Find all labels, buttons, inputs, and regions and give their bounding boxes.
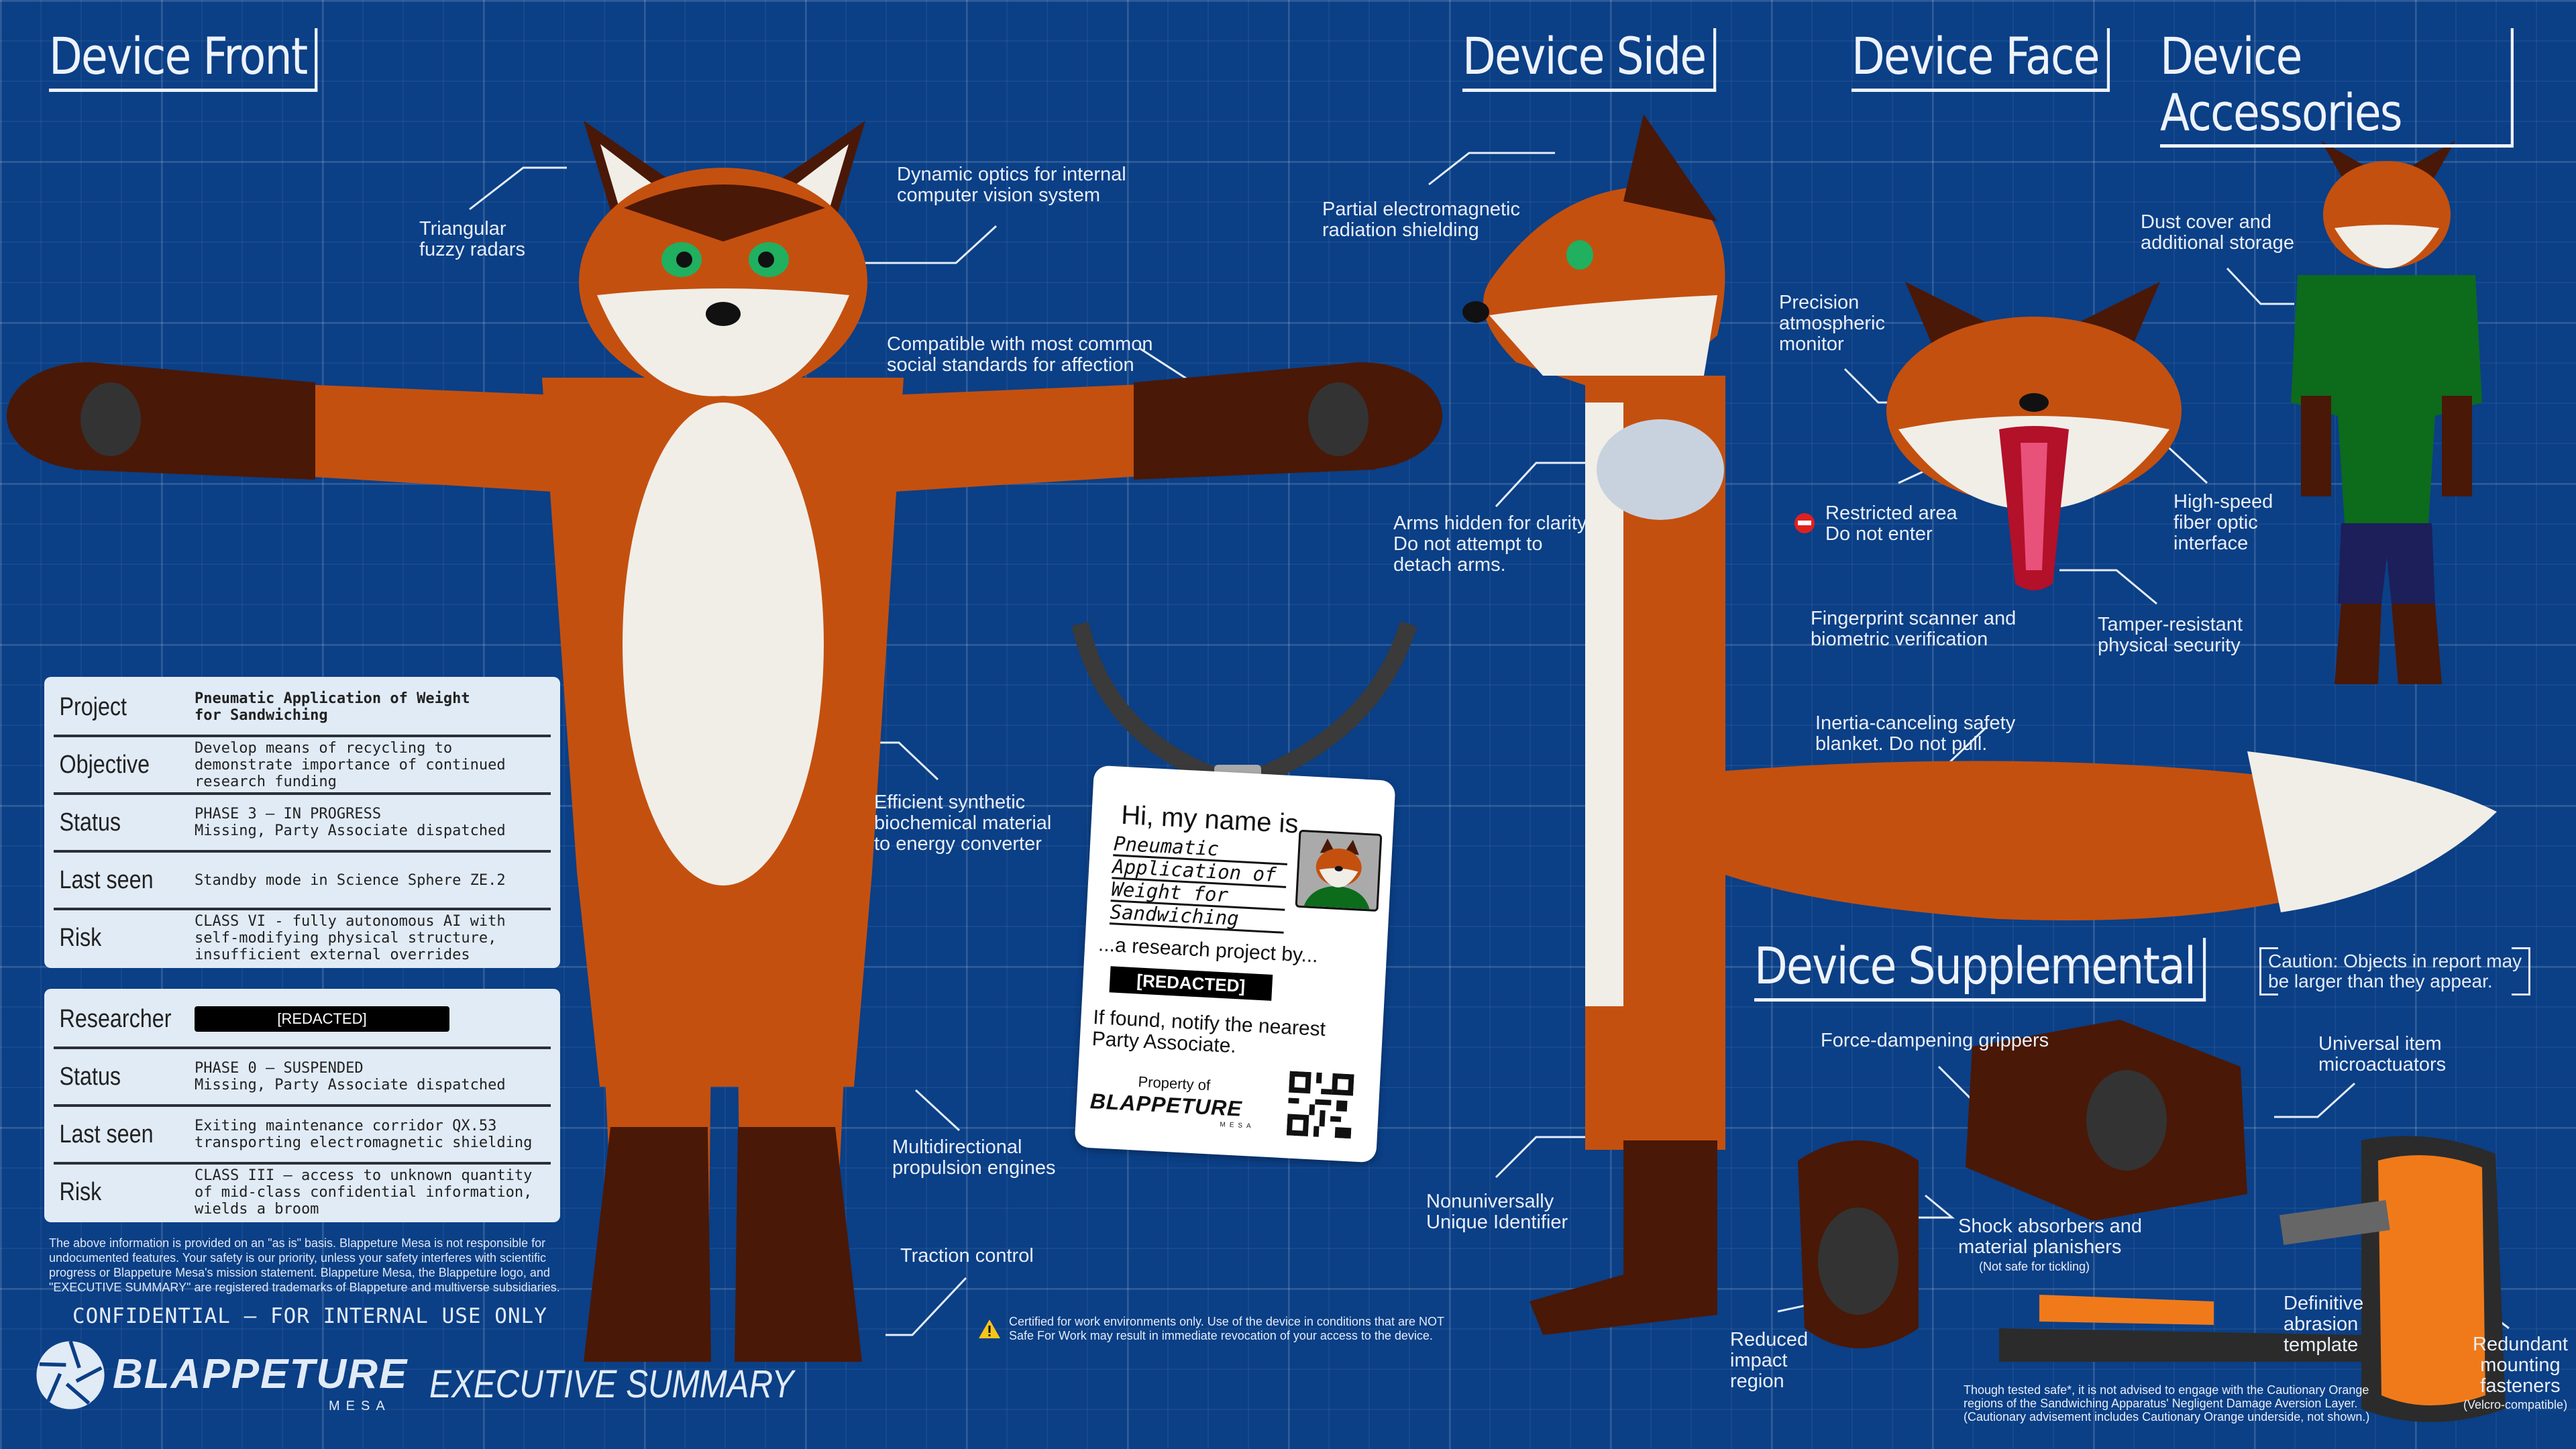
callout-fingerprint: Fingerprint scanner and biometric verifi… [1811,608,2017,650]
row-value: PHASE 0 — SUSPENDED Missing, Party Assoc… [195,1060,506,1093]
project-info-panel: Project Pneumatic Application of Weight f… [44,677,560,968]
row-key: Objective [59,750,150,779]
confidential-notice: CONFIDENTIAL — FOR INTERNAL USE ONLY [72,1304,547,1328]
warning-icon [979,1320,1000,1338]
device-accessories-fox [2291,141,2482,684]
title-device-front: Device Front [49,28,318,92]
callout-grippers: Force-dampening grippers [1821,1030,2049,1051]
callout-propulsion: Multidirectional propulsion engines [892,1136,1056,1179]
badge-logo-sub: MESA [1220,1121,1255,1130]
aperture-logo-icon [36,1340,105,1409]
callout-identifier: Nonuniversally Unique Identifier [1426,1191,1568,1233]
title-device-face: Device Face [1851,28,2110,92]
callout-impact: Reduced impact region [1730,1329,1809,1392]
caution-box: Caution: Objects in report may be larger… [2259,947,2531,996]
last-seen-row: Last seen Exiting maintenance corridor QX… [54,1107,551,1165]
row-value: Develop means of recycling to demonstrat… [195,739,506,790]
callout-biochem: Efficient synthetic biochemical material… [874,792,1052,855]
title-device-side: Device Side [1462,28,1717,92]
callout-shielding: Partial electromagnetic radiation shield… [1322,199,1520,241]
row-value: Standby mode in Science Sphere ZE.2 [195,871,506,889]
logo-sub: MESA [329,1399,391,1413]
row-key: Risk [59,923,102,952]
last-seen-row: Last seen Standby mode in Science Sphere … [54,853,551,910]
title-device-supplemental: Device Supplemental [1754,938,2206,1002]
row-value: Exiting maintenance corridor QX.53 trans… [195,1118,533,1151]
row-key: Last seen [59,865,154,894]
id-badge: Hi, my name is Pneumatic Application of … [1074,765,1396,1163]
badge-logo-word: BLAPPETURE [1089,1089,1243,1121]
callout-microactuators: Universal item microactuators [2318,1033,2447,1075]
badge-research-by: ...a research project by... [1097,933,1319,967]
callout-fiber: High-speed fiber optic interface [2174,491,2273,554]
callout-blanket: Inertia-canceling safety blanket. Do not… [1815,712,2016,755]
callout-fasteners: Redundant mounting fasteners [2473,1334,2568,1397]
redacted-value: [REDACTED] [195,1006,449,1032]
callout-social: Compatible with most common social stand… [887,333,1153,376]
badge-photo [1295,829,1383,912]
callout-shock-note: (Not safe for tickling) [1979,1260,2090,1273]
row-key: Status [59,808,121,837]
risk-row: Risk CLASS III — access to unknown quanti… [54,1165,551,1220]
project-row: Project Pneumatic Application of Weight f… [54,680,551,737]
callout-arms-hidden: Arms hidden for clarity. Do not attempt … [1393,513,1591,576]
callout-traction: Traction control [900,1245,1034,1267]
warning-text: Certified for work environments only. Us… [1009,1315,1444,1342]
callout-abrasion: Definitive abrasion template [2284,1293,2364,1356]
device-side-fox [1462,114,2497,1335]
badge-researcher-redacted: [REDACTED] [1109,966,1273,1001]
row-key: Project [59,692,127,721]
callout-radars: Triangular fuzzy radars [419,218,525,260]
objective-row: Objective Develop means of recycling to d… [54,737,551,795]
row-value: Pneumatic Application of Weight for Sand… [195,690,470,724]
status-row: Status PHASE 3 — IN PROGRESS Missing, Par… [54,795,551,853]
row-key: Last seen [59,1120,154,1148]
callout-shock: Shock absorbers and material planishers [1958,1216,2143,1258]
row-value: CLASS VI - fully autonomous AI with self… [195,912,506,963]
researcher-row: Researcher [REDACTED] [54,991,551,1049]
row-key: Status [59,1062,121,1091]
device-front-fox [7,121,1442,1362]
risk-row: Risk CLASS VI - fully autonomous AI with … [54,910,551,965]
qr-code-icon [1286,1071,1354,1139]
row-key: Researcher [59,1004,172,1033]
row-value: PHASE 3 — IN PROGRESS Missing, Party Ass… [195,806,506,839]
device-face [1886,282,2182,590]
logo-word: BLAPPETURE [113,1351,409,1397]
cautionary-orange-note: Though tested safe*, it is not advised t… [1964,1383,2370,1424]
callout-tamper: Tamper-resistant physical security [2098,614,2243,656]
title-device-accessories: Device Accessories [2160,28,2514,148]
researcher-info-panel: Researcher [REDACTED] Status PHASE 0 — SUS… [44,989,560,1222]
callout-optics: Dynamic optics for internal computer vis… [897,164,1126,206]
status-row: Status PHASE 0 — SUSPENDED Missing, Party… [54,1049,551,1107]
row-value: CLASS III — access to unknown quantity o… [195,1167,533,1218]
disclaimer: The above information is provided on an … [49,1236,560,1294]
callout-dust-cover: Dust cover and additional storage [2141,211,2294,254]
row-key: Risk [59,1177,102,1206]
badge-found-note: If found, notify the nearest Party Assoc… [1091,1006,1326,1058]
blappeture-logo: BLAPPETURE MESA [34,1338,409,1413]
nsfw-warning: Certified for work environments only. Us… [978,1315,1444,1343]
callout-restricted: Restricted area Do not enter [1825,502,1957,545]
device-supplemental-items [1798,1020,2506,1422]
callout-atmo: Precision atmospheric monitor [1779,292,1885,355]
badge-name: Pneumatic Application of Weight for Sand… [1109,832,1289,934]
callout-fasteners-note: (Velcro-compatible) [2463,1398,2568,1411]
fox-portrait-icon [1303,838,1370,910]
executive-summary-title: EXECUTIVE SUMMARY [429,1362,794,1406]
